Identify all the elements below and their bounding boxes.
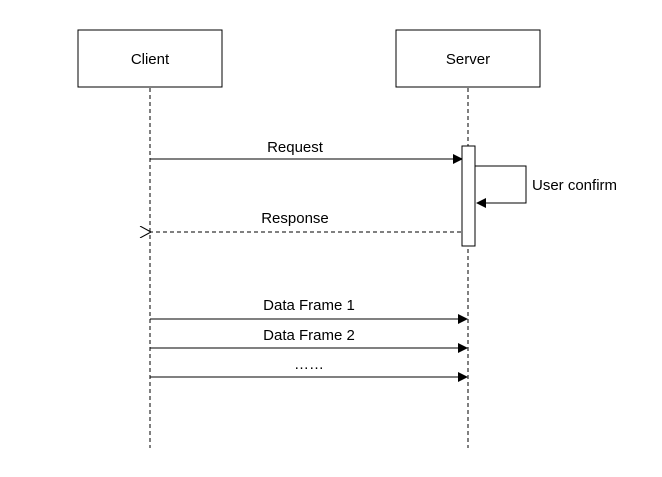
user-confirm-arrow — [475, 165, 527, 208]
response-label: Response — [261, 210, 329, 227]
server-activation-bar — [461, 145, 476, 247]
message-data-frame-2: Data Frame 2 — [150, 327, 468, 353]
message-more-frames: …… — [150, 356, 468, 382]
message-response: Response — [151, 210, 461, 232]
participant-server[interactable]: Server — [395, 29, 541, 88]
participant-server-box — [395, 29, 541, 88]
user-confirm-label: User confirm — [532, 177, 617, 194]
message-user-confirm: User confirm — [475, 165, 617, 208]
data-frame-2-label: Data Frame 2 — [263, 327, 355, 344]
more-frames-label: …… — [294, 356, 324, 373]
request-label: Request — [267, 139, 324, 156]
participant-client[interactable]: Client — [77, 29, 223, 88]
message-request: Request — [150, 139, 463, 164]
participant-client-label: Client — [131, 51, 170, 68]
participant-server-label: Server — [446, 51, 490, 68]
participant-client-box — [77, 29, 223, 88]
message-data-frame-1: Data Frame 1 — [150, 297, 468, 324]
data-frame-1-label: Data Frame 1 — [263, 297, 355, 314]
